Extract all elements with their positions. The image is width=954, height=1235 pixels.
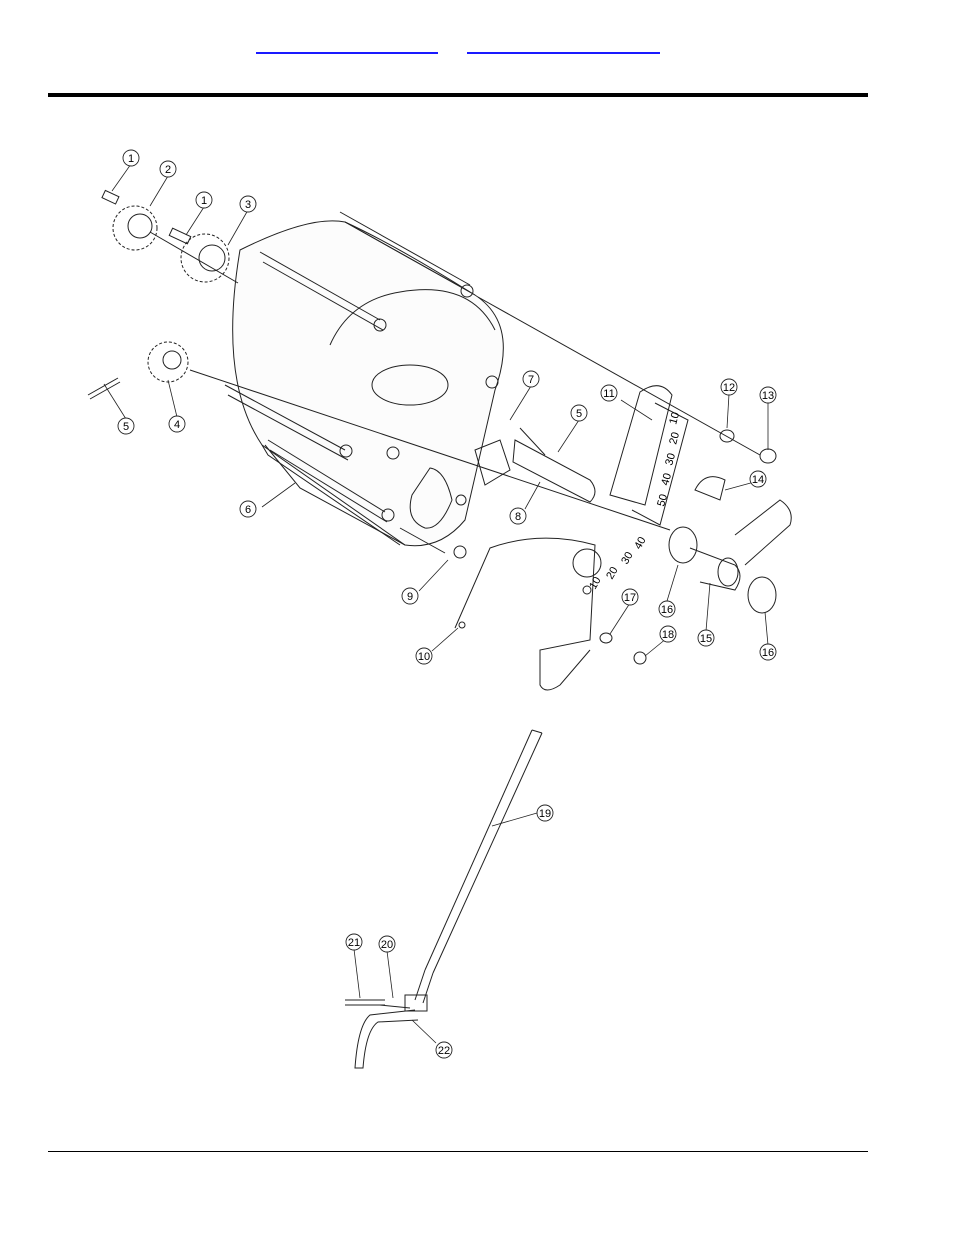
callout-7: 7: [523, 371, 539, 387]
mount-plate: [455, 538, 601, 690]
callout-16: 16: [760, 644, 776, 660]
callout-number: 2: [165, 164, 171, 176]
callout-19: 19: [537, 805, 553, 821]
dial-tick-label: 40: [659, 472, 674, 487]
callout-number: 17: [624, 592, 636, 604]
callout-21: 21: [346, 934, 362, 950]
callout-number: 10: [418, 651, 430, 663]
dial-tick-label: 20: [604, 565, 621, 582]
callout-number: 5: [123, 421, 129, 433]
callout-number: 3: [245, 199, 251, 211]
callout-6: 6: [240, 501, 256, 517]
callout-5: 5: [571, 405, 587, 421]
callout-number: 9: [407, 591, 413, 603]
callout-9: 9: [402, 588, 418, 604]
callout-number: 21: [348, 937, 360, 949]
sprocket-4: [88, 342, 188, 399]
sprocket-2: [102, 190, 157, 250]
callout-22: 22: [436, 1042, 452, 1058]
callout-17: 17: [622, 589, 638, 605]
callout-5: 5: [118, 418, 134, 434]
callout-15: 15: [698, 630, 714, 646]
callout-number: 7: [528, 374, 534, 386]
dial-tick-label: 10: [667, 411, 682, 426]
callout-number: 18: [662, 629, 674, 641]
callout-number: 1: [201, 195, 207, 207]
callout-3: 3: [240, 196, 256, 212]
lever-19: [345, 730, 542, 1068]
callout-16: 16: [659, 601, 675, 617]
upper-shaft-line: [478, 297, 760, 455]
dial-tick-label: 10: [587, 575, 604, 592]
sprocket-3: [169, 228, 229, 282]
callout-number: 22: [438, 1045, 450, 1057]
callout-2: 2: [160, 161, 176, 177]
callout-number: 15: [700, 633, 712, 645]
callout-10: 10: [416, 648, 432, 664]
callout-8: 8: [510, 508, 526, 524]
callout-18: 18: [660, 626, 676, 642]
callout-number: 6: [245, 504, 251, 516]
callout-number: 20: [381, 939, 393, 951]
callout-11: 11: [601, 385, 617, 401]
callout-number: 4: [174, 419, 180, 431]
dial-tick-label: 20: [667, 431, 682, 446]
callout-number: 12: [723, 382, 735, 394]
dial-tick-label: 40: [632, 535, 649, 552]
callout-number: 11: [603, 388, 614, 400]
bracket-15: [669, 500, 791, 613]
callout-number: 14: [752, 474, 764, 486]
callout-13: 13: [760, 387, 776, 403]
callout-number: 8: [515, 511, 521, 523]
drum-housing: [233, 221, 504, 546]
callout-1: 1: [196, 192, 212, 208]
callout-number: 5: [576, 408, 582, 420]
callout-number: 16: [661, 604, 673, 616]
callout-number: 13: [762, 390, 774, 402]
callout-1: 1: [123, 150, 139, 166]
callout-number: 16: [762, 647, 774, 659]
callout-20: 20: [379, 936, 395, 952]
dial-tick-label: 30: [619, 550, 636, 567]
callout-number: 19: [539, 808, 551, 820]
callout-14: 14: [750, 471, 766, 487]
callout-number: 1: [128, 153, 134, 165]
callout-12: 12: [721, 379, 737, 395]
callout-4: 4: [169, 416, 185, 432]
